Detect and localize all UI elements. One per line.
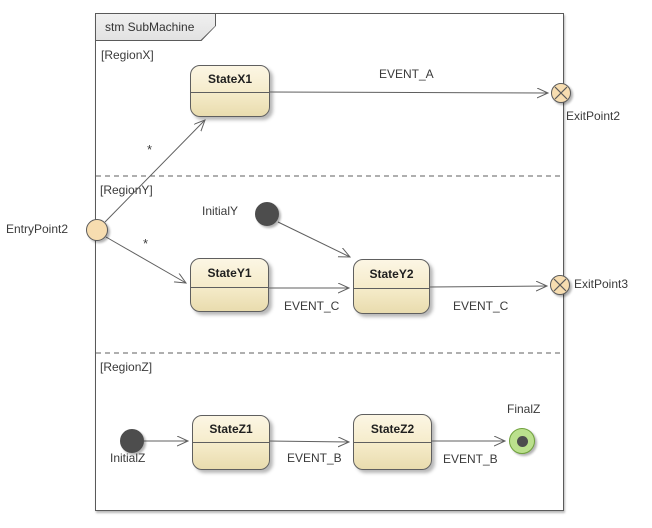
frame-title-tab: stm SubMachine xyxy=(95,13,216,41)
state-z1-name: StateZ1 xyxy=(193,416,269,443)
diagram-frame xyxy=(95,13,564,511)
state-y1-name: StateY1 xyxy=(191,259,268,288)
diagram-title: stm SubMachine xyxy=(105,20,195,34)
exit-point-3-label: ExitPoint3 xyxy=(574,277,629,291)
state-z1[interactable]: StateZ1 xyxy=(192,415,270,470)
exit-point-2-label: ExitPoint2 xyxy=(566,109,621,123)
final-z-node[interactable] xyxy=(509,428,535,454)
initial-y-label: InitialY xyxy=(202,204,239,218)
state-y2[interactable]: StateY2 xyxy=(353,259,430,314)
state-z2[interactable]: StateZ2 xyxy=(353,414,432,470)
initial-z-label: InitialZ xyxy=(110,451,146,465)
state-x1[interactable]: StateX1 xyxy=(190,65,270,117)
state-y2-name: StateY2 xyxy=(354,260,429,289)
event-c2-label: EVENT_C xyxy=(453,299,509,313)
entry-point-2-node[interactable] xyxy=(86,219,108,241)
state-y1[interactable]: StateY1 xyxy=(190,258,269,312)
guard-star-y-label: * xyxy=(143,236,149,251)
initial-z-node[interactable] xyxy=(120,429,144,453)
region-z-label: [RegionZ] xyxy=(100,360,153,374)
x-cross-icon xyxy=(553,278,567,292)
event-a-label: EVENT_A xyxy=(379,67,434,81)
final-z-label: FinalZ xyxy=(507,402,541,416)
exit-point-2-node[interactable] xyxy=(551,83,571,103)
exit-point-3-node[interactable] xyxy=(550,275,570,295)
initial-y-node[interactable] xyxy=(255,202,279,226)
x-cross-icon xyxy=(554,86,568,100)
event-c1-label: EVENT_C xyxy=(284,299,340,313)
region-y-label: [RegionY] xyxy=(100,183,153,197)
state-x1-name: StateX1 xyxy=(191,66,269,93)
region-x-label: [RegionX] xyxy=(101,48,154,62)
guard-star-x-label: * xyxy=(147,142,153,157)
state-z2-name: StateZ2 xyxy=(354,415,431,443)
final-state-dot-icon xyxy=(516,435,528,447)
event-b2-label: EVENT_B xyxy=(443,452,498,466)
event-b1-label: EVENT_B xyxy=(287,451,342,465)
entry-point-2-label: EntryPoint2 xyxy=(6,222,69,236)
